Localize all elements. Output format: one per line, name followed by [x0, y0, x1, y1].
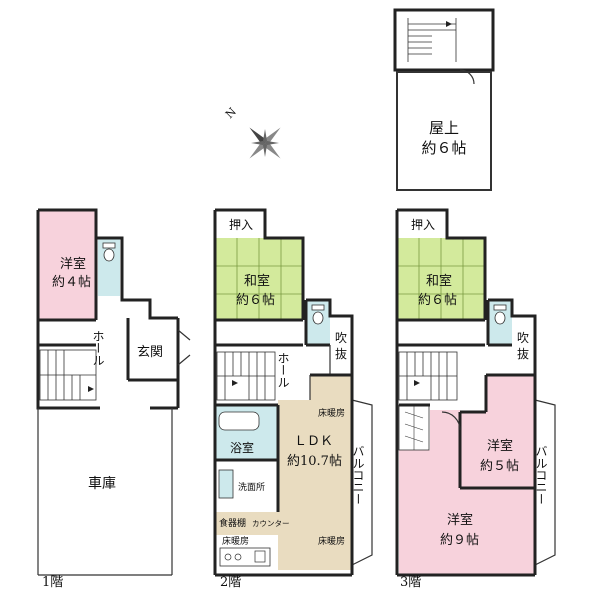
compass-north-label: N — [223, 105, 239, 121]
floor-2-label: 2階 — [220, 575, 241, 590]
f3-western-room-b-size: 約９帖 — [440, 533, 479, 548]
f1-stairs — [39, 349, 97, 401]
floor-1: 洋室 約４帖 ホール 玄関 車庫 1階 — [36, 208, 191, 590]
f3-japanese-room-label: 和室 — [426, 273, 452, 289]
f2-ldk-size: 約10.7帖 — [287, 454, 342, 469]
f2-floor-heating-2: 床暖房 — [222, 535, 249, 547]
f1-room-size: 約４帖 — [52, 275, 91, 290]
f2-tatami-grid — [215, 238, 303, 320]
f2-atrium-label-2: 抜 — [335, 347, 347, 361]
f3-closet-label: 押入 — [411, 218, 435, 232]
f2-stairs — [216, 351, 276, 401]
f3-stairs — [398, 351, 458, 401]
floor-2: 押入 和室 約６帖 吹 抜 ホール 床暖房 ＬＤＫ 約10.7帖 浴室 洗面所 … — [213, 208, 373, 590]
floor-1-label: 1階 — [42, 575, 63, 590]
f3-western-room-a-size: 約５帖 — [480, 459, 519, 474]
compass-icon: N — [223, 105, 281, 159]
f3-western-room-b — [399, 410, 535, 575]
f2-atrium-label-1: 吹 — [335, 331, 347, 345]
f1-hall-label: ホール — [91, 330, 105, 366]
f2-japanese-room-label: 和室 — [244, 273, 270, 289]
f2-hall-label: ホール — [276, 352, 290, 388]
f1-garage-label: 車庫 — [88, 475, 116, 492]
f3-western-room-a-label: 洋室 — [487, 438, 513, 454]
f1-entrance-label: 玄関 — [137, 345, 163, 360]
f2-pantry-label: 食器棚 — [219, 517, 246, 529]
f3-atrium-label-1: 吹 — [517, 331, 529, 345]
f3-japanese-room-size: 約６帖 — [418, 293, 457, 308]
floor-3: 押入 和室 約６帖 吹 抜 洋室 約５帖 洋室 約９帖 バルコニー 3階 — [395, 208, 556, 590]
f2-japanese-room-size: 約６帖 — [236, 293, 275, 308]
f2-washroom-label: 洗面所 — [238, 481, 265, 493]
toilet-icon — [311, 304, 325, 325]
roof-section: 屋上 約６帖 — [393, 8, 495, 191]
f2-ldk-label: ＬＤＫ — [294, 434, 333, 449]
toilet-icon — [102, 242, 116, 262]
f2-floor-heating-1: 床暖房 — [318, 407, 345, 419]
f3-tatami-grid — [397, 238, 485, 320]
f3-western-room-a — [460, 375, 535, 488]
f3-western-room-b-label: 洋室 — [447, 512, 473, 528]
f1-toilet — [98, 238, 120, 296]
f3-balcony-label: バルコニー — [534, 445, 548, 505]
roof-label: 屋上 — [429, 119, 459, 137]
f2-closet-label: 押入 — [229, 218, 253, 232]
f2-balcony-label: バルコニー — [351, 445, 365, 505]
roof-stair — [407, 18, 457, 62]
f2-ldk — [215, 375, 352, 570]
f1-western-room — [38, 210, 96, 320]
floor-3-label: 3階 — [400, 575, 421, 590]
f2-bath-label: 浴室 — [230, 440, 254, 455]
toilet-icon — [493, 304, 507, 325]
f2-counter-label: カウンター — [252, 519, 290, 528]
f2-floor-heating-3: 床暖房 — [318, 535, 345, 547]
roof-size: 約６帖 — [421, 139, 466, 157]
f3-atrium-label-2: 抜 — [517, 347, 529, 361]
f1-room-label: 洋室 — [60, 256, 86, 272]
